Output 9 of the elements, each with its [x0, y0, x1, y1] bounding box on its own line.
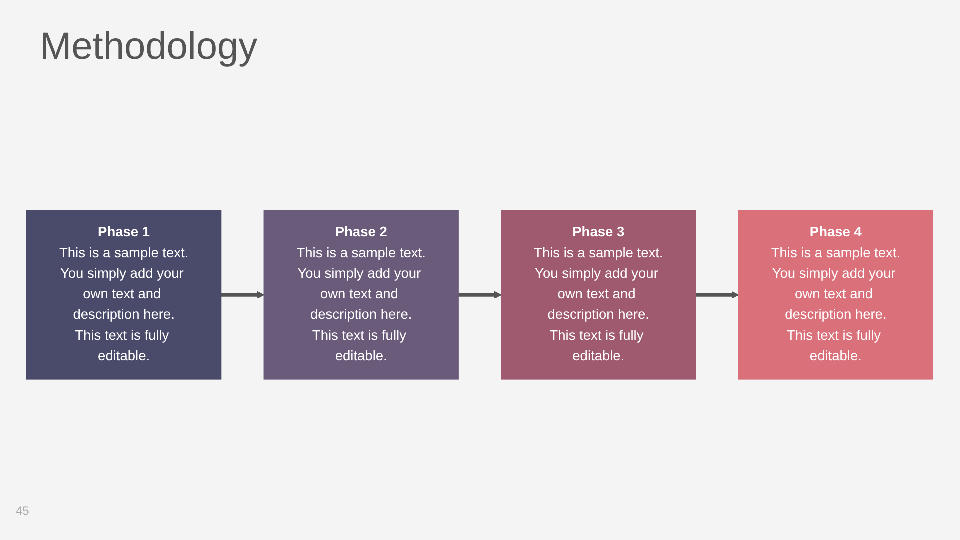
arrow: [696, 291, 740, 299]
node-box: Phase 1 This is a sample text. You simply add your own text and description here. This text is fully editable.: [26, 210, 222, 380]
arrow: [221, 291, 265, 299]
slide-title: Methodology: [40, 26, 258, 69]
page-number: 45: [16, 504, 30, 518]
node-box: Phase 3 This is a sample text. You simply add your own text and description here. This text is fully editable.: [501, 210, 696, 380]
node-box: Phase 4 This is a sample text. You simply add your own text and description here. This text is fully editable.: [738, 210, 934, 380]
arrow: [458, 291, 502, 299]
node-box: Phase 2 This is a sample text. You simply add your own text and description here. This text is fully editable.: [264, 210, 459, 380]
